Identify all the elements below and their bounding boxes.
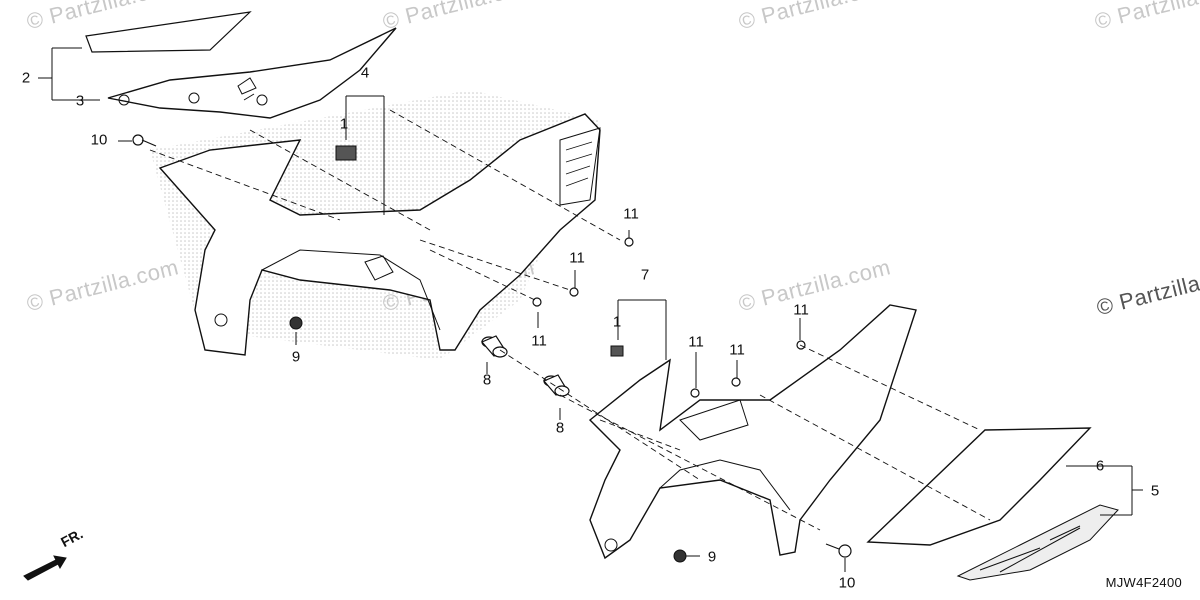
leader-lines — [38, 47, 1143, 572]
callout-5: 5 — [1150, 482, 1160, 500]
callout-11: 11 — [729, 341, 745, 359]
front-arrow-icon — [23, 555, 67, 581]
collar — [543, 374, 570, 397]
decal — [956, 504, 1119, 581]
callout-8: 8 — [482, 371, 492, 389]
callout-8: 8 — [555, 419, 565, 437]
callout-7: 7 — [640, 266, 650, 284]
callout-2: 2 — [21, 69, 31, 87]
bolt — [731, 377, 741, 387]
mount-hole — [214, 313, 228, 327]
callout-10: 10 — [90, 131, 108, 149]
cover-inner-edge — [659, 459, 791, 511]
upper-side-cover — [107, 27, 397, 119]
bracket — [364, 255, 394, 281]
grommet — [118, 94, 130, 106]
callout-4: 4 — [360, 64, 370, 82]
label-tag — [610, 345, 624, 357]
collar — [481, 335, 508, 358]
cover-vent — [679, 399, 749, 441]
callout-11: 11 — [569, 249, 585, 267]
callout-1: 1 — [612, 313, 622, 331]
callout-1: 1 — [339, 115, 349, 133]
callout-11: 11 — [531, 332, 547, 350]
callout-6: 6 — [1095, 457, 1105, 475]
bolt — [569, 287, 579, 297]
bolt — [532, 297, 542, 307]
right-side-cover — [588, 304, 917, 560]
nut — [673, 549, 687, 563]
callout-9: 9 — [707, 548, 717, 566]
callout-9: 9 — [291, 348, 301, 366]
bolt — [825, 543, 852, 558]
callout-11: 11 — [793, 301, 809, 319]
mount-hole — [604, 538, 618, 552]
cover-vent — [559, 127, 601, 206]
callout-3: 3 — [75, 92, 85, 110]
callout-11: 11 — [623, 205, 639, 223]
left-side-cover — [158, 113, 601, 356]
diagram-code: MJW4F2400 — [1105, 575, 1182, 590]
callout-10: 10 — [838, 574, 856, 592]
grommet — [188, 92, 200, 104]
cover-inner-edge — [261, 249, 441, 331]
callout-11: 11 — [688, 333, 704, 351]
grommet — [256, 94, 268, 106]
label-tag — [335, 145, 357, 161]
bolt — [624, 237, 634, 247]
cover-vent-lines — [565, 141, 593, 187]
bolt — [132, 134, 157, 147]
stripe-tape — [85, 11, 252, 53]
nut — [289, 316, 303, 330]
decal-graphic — [979, 525, 1081, 573]
bolt — [690, 388, 700, 398]
cover-logo — [237, 77, 257, 101]
lower-side-panel — [866, 427, 1092, 546]
alignment-lines — [149, 109, 991, 531]
